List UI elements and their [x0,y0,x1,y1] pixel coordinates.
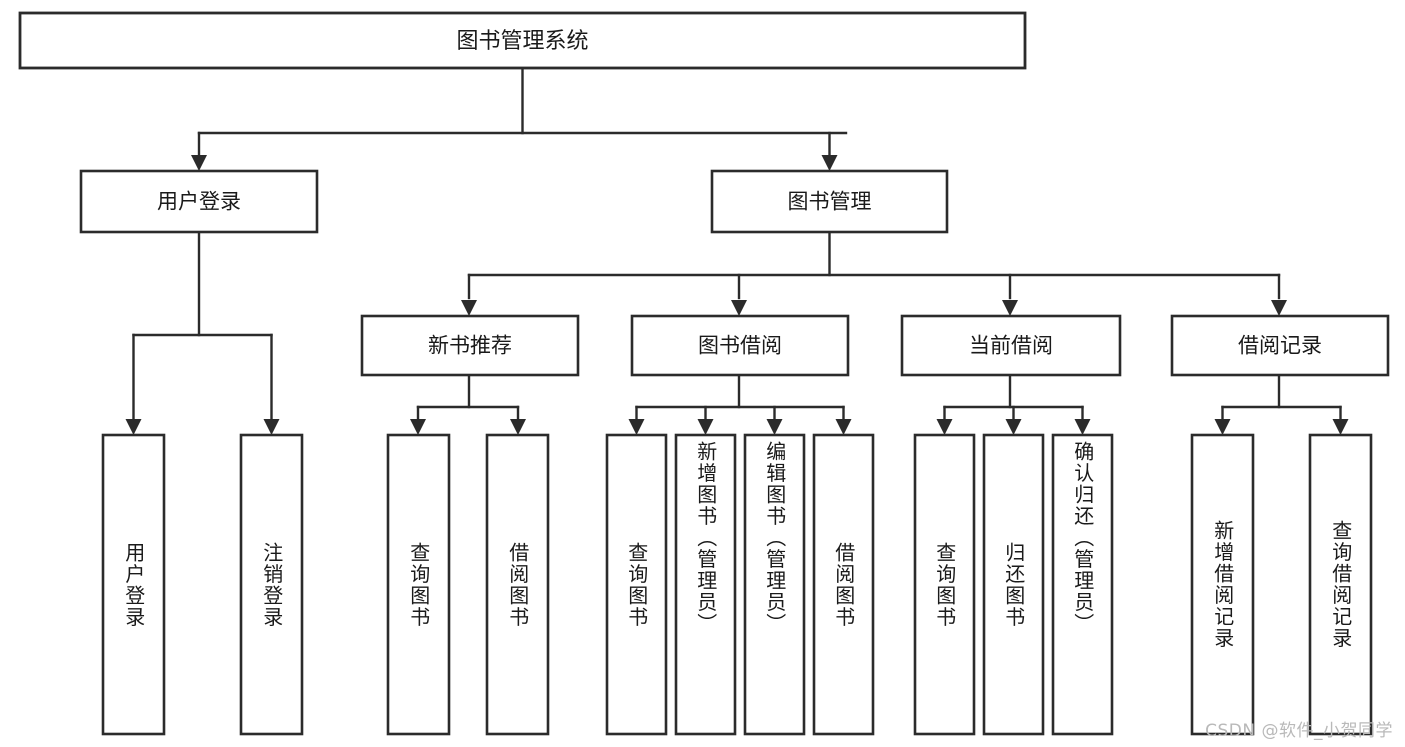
arrow-to-leaf-return-book [1005,419,1022,435]
arrow-to-new-book-recommend [461,300,477,316]
arrow-to-borrow-record [1271,300,1287,316]
connector-group-bookmanagement-to-level3 [461,230,1287,316]
arrow-to-leaf-borrow-books-b [835,419,852,435]
connector-group-root-to-level2 [191,66,848,171]
node-user-login-label: 用户登录 [157,190,241,214]
leaf-node-user-login[interactable] [101,433,166,736]
arrow-to-current-borrow [1002,300,1018,316]
leaf-node-return-book[interactable] [982,433,1045,736]
leaf-node-borrow-books-borrow[interactable] [812,433,875,736]
connector-group-userlogin-to-leaves [125,230,280,435]
connector-group-newbook-to-leaves [410,373,526,435]
arrow-to-leaf-query-books-a [410,419,426,435]
arrow-to-leaf-borrow-books-a [510,419,526,435]
arrow-to-user-login [191,155,207,171]
node-current-borrow[interactable]: 当前借阅 [900,314,1122,377]
arrow-to-leaf-query-books-b [628,419,645,435]
arrow-to-book-management [821,155,838,171]
leaf-node-query-books-current[interactable] [913,433,976,736]
leaf-node-query-books-recommend[interactable] [386,433,451,736]
arrow-to-leaf-logout [263,419,280,435]
node-root-label: 图书管理系统 [456,29,588,54]
arrow-to-book-borrow [731,300,747,316]
arrow-to-leaf-query-books-c [936,419,953,435]
leaf-node-confirm-return-admin[interactable] [1051,433,1114,736]
node-borrow-record-label: 借阅记录 [1238,334,1322,358]
leaf-node-query-books-borrow[interactable] [605,433,668,736]
arrow-to-leaf-confirm-return [1074,419,1091,435]
connector-group-currentborrow-to-leaves [936,373,1091,435]
arrow-to-leaf-add-record [1214,419,1231,435]
node-new-book-recommend[interactable]: 新书推荐 [360,314,580,377]
node-root-book-management-system[interactable]: 图书管理系统 [18,11,1027,70]
leaf-node-edit-book-admin[interactable] [743,433,806,736]
node-new-book-recommend-label: 新书推荐 [428,334,512,358]
node-book-management[interactable]: 图书管理 [710,169,949,234]
connector-group-borrowrecord-to-leaves [1214,373,1349,435]
leaf-node-borrow-books-recommend[interactable] [485,433,550,736]
arrow-to-leaf-user-login [125,419,142,435]
arrow-to-leaf-edit-book [766,419,783,435]
node-user-login[interactable]: 用户登录 [79,169,319,234]
node-book-borrow-label: 图书借阅 [698,334,782,358]
node-current-borrow-label: 当前借阅 [969,334,1053,358]
leaf-node-add-book-admin[interactable] [674,433,737,736]
leaf-node-query-borrow-record[interactable] [1308,433,1373,736]
arrow-to-leaf-add-book [697,419,714,435]
csdn-watermark: CSDN @软件_小贺同学 [1205,721,1393,741]
node-book-management-label: 图书管理 [788,190,872,214]
leaf-node-logout[interactable] [239,433,304,736]
connector-group-bookborrow-to-leaves [628,373,852,435]
node-borrow-record[interactable]: 借阅记录 [1170,314,1390,377]
node-book-borrow[interactable]: 图书借阅 [630,314,850,377]
arrow-to-leaf-query-record [1332,419,1349,435]
leaf-node-add-borrow-record[interactable] [1190,433,1255,736]
